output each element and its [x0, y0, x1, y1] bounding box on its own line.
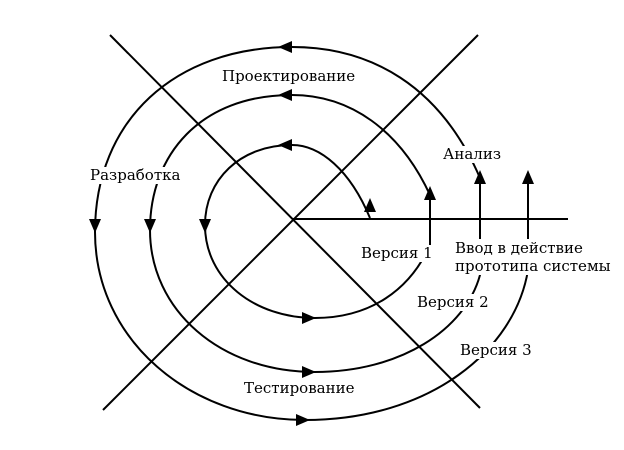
- label-version-3: Версия 3: [458, 341, 534, 359]
- label-deploy-line-2: прототипа системы: [455, 257, 611, 275]
- arrow-up-v3: [474, 170, 486, 184]
- arrow-up-v2: [424, 186, 436, 200]
- label-deploy-line-1: Ввод в действие: [455, 239, 583, 257]
- arrow-right-test-inner: [302, 312, 316, 324]
- arrow-right-test-middle: [302, 366, 316, 378]
- label-analysis: Анализ: [441, 145, 504, 163]
- arrow-right-test-outer: [296, 414, 310, 426]
- arrow-left-design-outer: [278, 41, 292, 53]
- arrow-down-dev-inner: [199, 219, 211, 233]
- diagonal-line-tl-br: [109, 34, 481, 409]
- spiral-turn-1: [203, 143, 431, 320]
- arrow-up-v4: [522, 170, 534, 184]
- label-design: Проектирование: [220, 67, 358, 85]
- arrow-down-dev-middle: [144, 219, 156, 233]
- arrow-down-dev-outer: [89, 219, 101, 233]
- diagonal-line-tr-bl: [102, 34, 479, 411]
- spiral-turn-2: [148, 93, 481, 374]
- arrow-left-design-inner: [278, 139, 292, 151]
- label-testing: Тестирование: [242, 379, 357, 397]
- spiral-turn-3: [93, 45, 529, 422]
- label-development: Разработка: [88, 166, 183, 184]
- label-version-1: Версия 1: [359, 244, 435, 262]
- label-prototype-deploy: Ввод в действие прототипа системы: [453, 239, 613, 275]
- label-version-2: Версия 2: [415, 293, 491, 311]
- arrow-up-v1: [364, 198, 376, 212]
- arrow-left-design-middle: [278, 89, 292, 101]
